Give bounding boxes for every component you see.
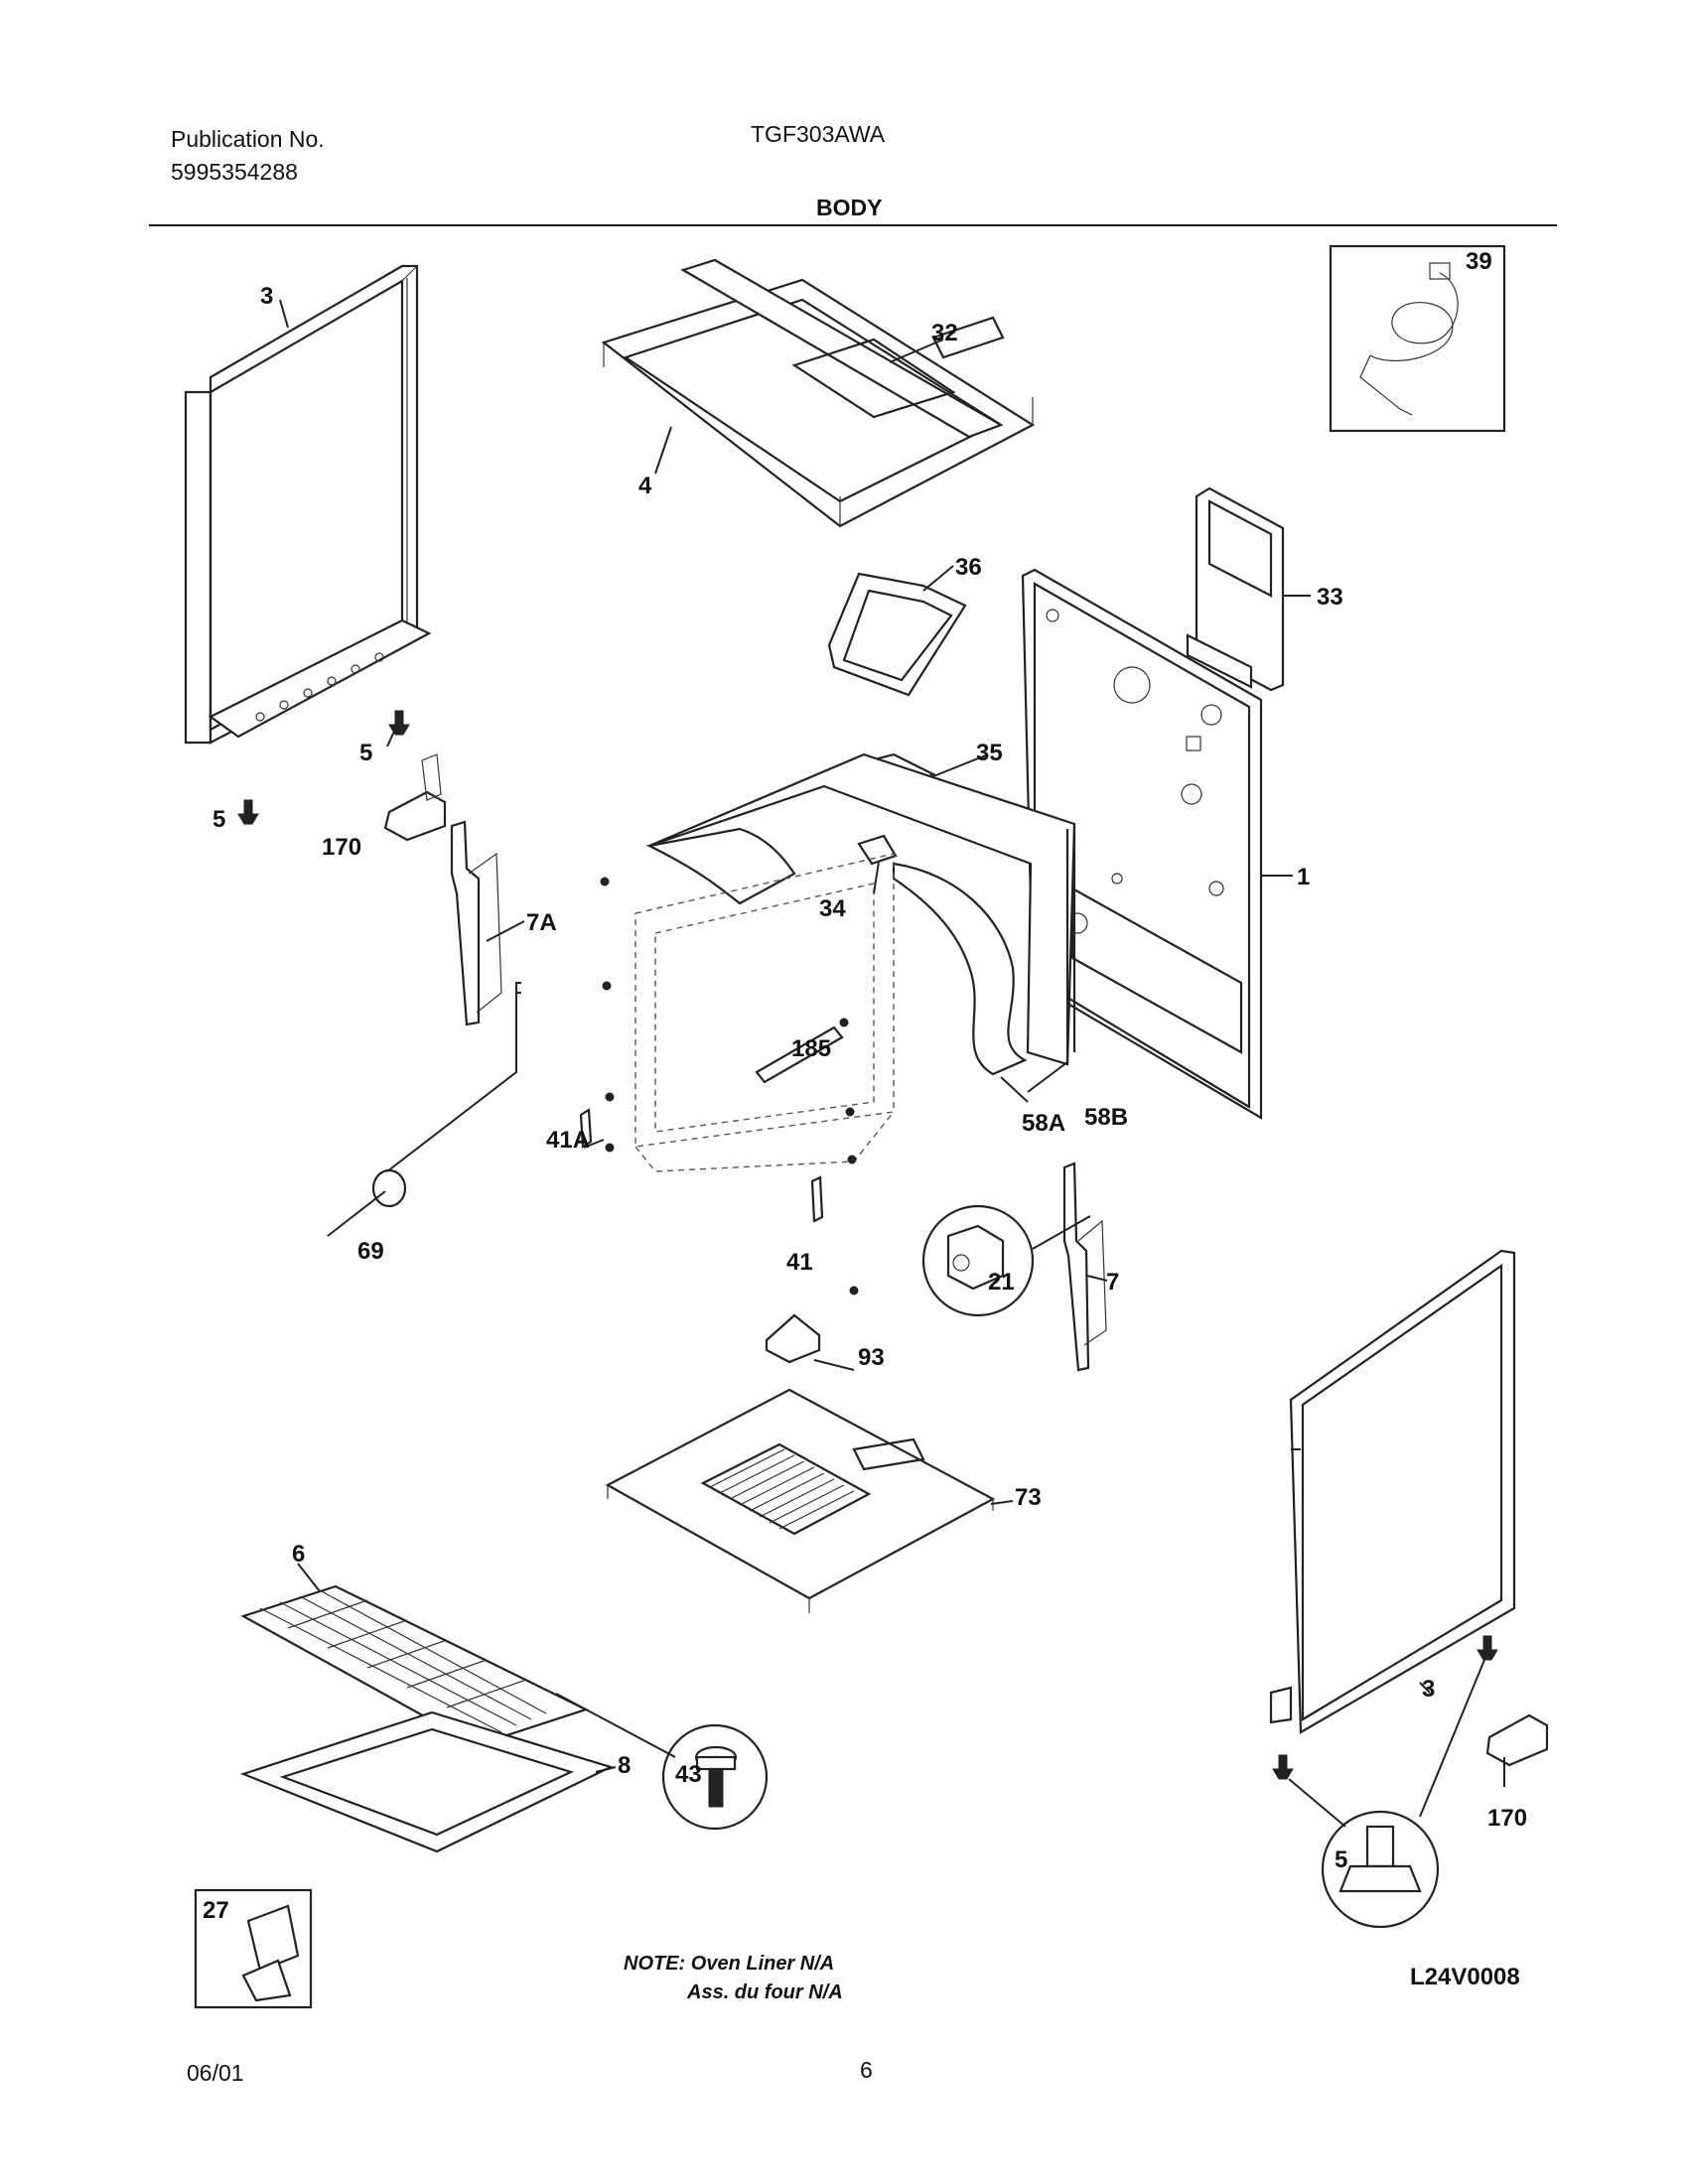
publication-number: 5995354288: [171, 159, 298, 185]
back-cover-drawing: [1186, 486, 1285, 692]
page-number: 6: [860, 2057, 873, 2083]
oven-handle-drawing: [755, 1025, 844, 1084]
note-oven-liner-fr: Ass. du four N/A: [687, 1981, 843, 2003]
callout-43: 43: [675, 1761, 702, 1788]
callout-34: 34: [819, 895, 846, 922]
callout-5-inset: 5: [1335, 1846, 1348, 1873]
header-rule: [149, 224, 1557, 226]
callout-33: 33: [1317, 584, 1343, 611]
footer-date: 06/01: [187, 2060, 244, 2086]
leveling-screw-right-drawing: [1272, 1635, 1498, 1929]
callout-1: 1: [1297, 864, 1311, 890]
callout-58A: 58A: [1022, 1110, 1066, 1137]
callout-73: 73: [1015, 1484, 1042, 1511]
oven-liner-dashed-drawing: [634, 853, 895, 1172]
model-number: TGF303AWA: [751, 121, 886, 147]
callout-5-upper: 5: [359, 740, 373, 766]
callout-7: 7: [1106, 1269, 1120, 1296]
drawing-code: L24V0008: [1410, 1964, 1520, 1990]
callout-27: 27: [203, 1897, 229, 1924]
callout-21: 21: [988, 1269, 1015, 1296]
callout-69: 69: [357, 1238, 384, 1265]
oven-bottom-drawing: [605, 1388, 996, 1613]
publication-label: Publication No.: [171, 126, 325, 152]
side-panel-right-drawing: [1269, 1249, 1516, 1734]
callout-8: 8: [618, 1752, 632, 1779]
power-cord-inset-drawing: [1329, 244, 1506, 433]
screw-inset-drawing: [661, 1723, 769, 1831]
callout-41: 41: [786, 1249, 813, 1276]
rack-support-left-drawing: [450, 820, 502, 1026]
side-panel-left-drawing: [184, 264, 432, 745]
anti-tip-bracket-right-drawing: [1485, 1713, 1549, 1767]
callout-185: 185: [791, 1035, 832, 1062]
callout-35: 35: [976, 740, 1003, 766]
callout-170-left: 170: [322, 834, 362, 861]
callout-93: 93: [858, 1344, 885, 1371]
vent-duct-drawing: [827, 572, 967, 697]
callout-4: 4: [638, 473, 652, 499]
literature-kit-inset-drawing: [194, 1888, 313, 2009]
oven-body-insulation-drawing: [645, 752, 1076, 1076]
callout-41A: 41A: [546, 1127, 591, 1154]
callout-170-right: 170: [1487, 1805, 1528, 1832]
broiler-pan-drawing: [239, 1710, 614, 1853]
callout-3-left: 3: [260, 283, 274, 310]
liner-screws-drawing: [600, 877, 859, 1296]
note-oven-liner-en: NOTE: Oven Liner N/A: [624, 1953, 835, 1975]
callout-7A: 7A: [526, 909, 557, 936]
rack-support-right-drawing: [1062, 1161, 1107, 1372]
leader-lines: [244, 299, 1505, 1828]
callout-6: 6: [292, 1541, 306, 1568]
callout-5-lower: 5: [212, 806, 226, 833]
callout-3-right: 3: [1422, 1676, 1436, 1703]
anti-tip-bracket-left-drawing: [383, 753, 447, 842]
section-title: BODY: [816, 195, 883, 220]
callout-58B: 58B: [1084, 1104, 1129, 1131]
wire-connector-inset-drawing: [921, 1204, 1035, 1317]
burner-box-drawing: [601, 258, 1036, 528]
flame-spreader-drawing: [765, 1313, 821, 1364]
rack-clip-drawing: [579, 1108, 824, 1223]
callout-32: 32: [931, 320, 958, 346]
callout-36: 36: [955, 554, 982, 581]
callout-39: 39: [1466, 248, 1492, 275]
leveling-screw-left-drawing: [237, 710, 410, 825]
plug-button-drawing: [371, 1168, 407, 1208]
